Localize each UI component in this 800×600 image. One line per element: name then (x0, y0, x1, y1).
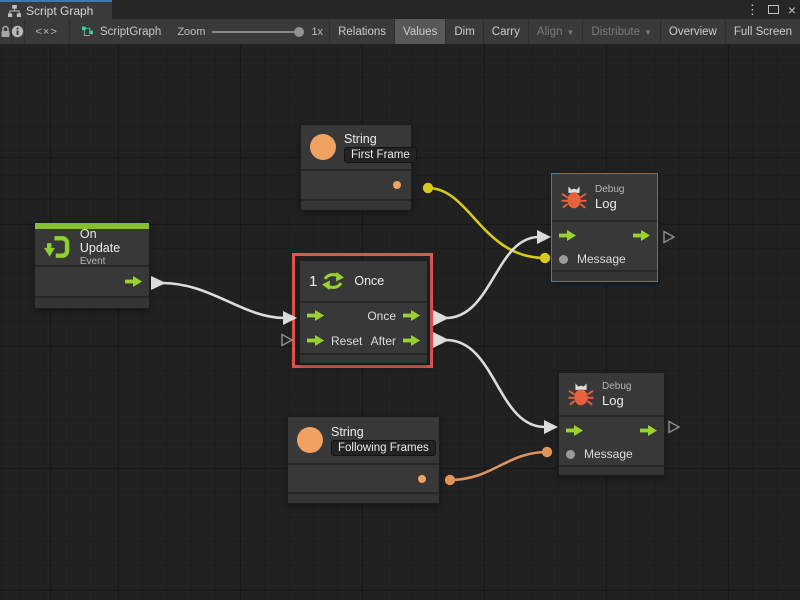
carry-button[interactable]: Carry (491, 25, 520, 38)
node-subtitle: Debug (602, 380, 632, 392)
wire-source-flare (151, 276, 166, 290)
tab-label: Script Graph (26, 3, 94, 18)
port-label-reset: Reset (331, 333, 363, 348)
on-update-loop-icon (44, 236, 70, 258)
node-string-following-frames[interactable]: String Following Frames (287, 416, 440, 504)
node-debug-log-bottom[interactable]: Debug Log Message (558, 372, 665, 476)
node-subtitle: Debug (595, 183, 625, 195)
wire-onupdate-to-once[interactable] (161, 281, 286, 320)
code-preview-button[interactable]: <×> (35, 25, 58, 38)
node-title: Log (595, 195, 617, 211)
wire-arrowhead (283, 311, 297, 325)
wire-source-flare (433, 332, 449, 348)
fullscreen-button[interactable]: Full Screen (733, 25, 793, 38)
once-cycle-icon (322, 272, 345, 290)
node-once[interactable]: 1 Once Once Reset After (299, 260, 428, 364)
info-icon (12, 25, 24, 38)
flow-input-port-reset[interactable] (307, 335, 324, 346)
wire-arrowhead (537, 230, 551, 244)
flow-input-port[interactable] (307, 310, 324, 321)
overview-button[interactable]: Overview (668, 25, 717, 38)
tab-script-graph[interactable]: Script Graph (0, 0, 112, 19)
flow-output-port[interactable] (640, 424, 657, 436)
unconnected-port-triangle[interactable] (281, 333, 294, 347)
flow-input-port[interactable] (566, 424, 583, 436)
wire-arrowhead (544, 420, 558, 434)
port-label-once: Once (367, 308, 396, 323)
relations-button[interactable]: Relations (338, 25, 387, 38)
zoom-slider-track (212, 30, 305, 33)
message-input-port[interactable] (566, 449, 575, 459)
unconnected-port-triangle[interactable] (663, 230, 676, 244)
chevron-down-icon: ▼ (643, 27, 652, 37)
distribute-button[interactable]: Distribute▼ (591, 25, 652, 38)
node-title: Log (602, 392, 624, 408)
node-title: String (331, 424, 364, 439)
string-output-port[interactable] (393, 181, 401, 189)
port-label-message: Message (584, 447, 633, 461)
view-buttons: Relations Values Dim Carry Align▼ Distri… (329, 19, 800, 44)
string-value-field[interactable]: First Frame (344, 146, 417, 163)
string-output-port[interactable] (418, 474, 426, 483)
lock-icon (1, 25, 10, 37)
wire-endpoint-dot (444, 474, 456, 486)
zoom-control: Zoom 1x (171, 19, 329, 44)
zoom-label: Zoom (177, 25, 206, 38)
info-button[interactable] (11, 19, 24, 44)
flow-input-port[interactable] (559, 229, 576, 241)
wire-string-to-debug-bottom[interactable] (449, 450, 548, 482)
node-title: String (344, 131, 377, 146)
node-debug-log-top[interactable]: Debug Log Message (551, 173, 658, 282)
string-type-icon (310, 134, 336, 160)
once-count: 1 (309, 272, 318, 290)
script-graph-icon (81, 26, 93, 36)
bug-icon (568, 382, 594, 405)
flow-output-port-after[interactable] (403, 335, 420, 346)
graph-tab-icon (8, 4, 21, 17)
close-icon[interactable]: × (787, 1, 796, 18)
wire-endpoint-dot (541, 446, 553, 458)
values-button[interactable]: Values (395, 19, 446, 44)
chevron-down-icon: ▼ (566, 27, 575, 37)
zoom-value: 1x (311, 25, 324, 38)
wire-once-to-debug-bottom[interactable] (445, 338, 546, 429)
node-subtitle: Event (79, 256, 106, 267)
node-on-update[interactable]: On Update Event (34, 222, 150, 309)
titlebar: Script Graph ⋮ × (0, 0, 800, 19)
event-accent-strip (35, 223, 149, 229)
message-input-port[interactable] (559, 254, 568, 264)
node-title: Once (354, 274, 385, 288)
window-controls: ⋮ × (746, 0, 796, 19)
unconnected-port-triangle[interactable] (668, 420, 681, 434)
zoom-slider-handle[interactable] (294, 26, 305, 37)
bug-icon (561, 185, 587, 208)
align-button[interactable]: Align▼ (536, 25, 575, 38)
node-title: On Update (79, 227, 121, 255)
graph-name-label: ScriptGraph (99, 25, 162, 38)
wire-source-flare (433, 310, 449, 326)
window-menu-icon[interactable]: ⋮ (745, 2, 759, 17)
graph-canvas[interactable]: String First Frame On Update Event (0, 45, 800, 600)
string-type-icon (297, 427, 323, 453)
flow-output-port-once[interactable] (403, 310, 420, 321)
wire-endpoint-dot (422, 182, 434, 194)
wire-endpoint-dot (539, 252, 551, 264)
wire-string-to-debug-top[interactable] (427, 186, 546, 260)
toolbar: <×> ScriptGraph Zoom 1x Relations (0, 19, 800, 45)
flow-output-port[interactable] (125, 276, 142, 287)
zoom-slider[interactable] (212, 26, 305, 38)
flow-output-port[interactable] (633, 229, 650, 241)
graph-breadcrumb[interactable]: ScriptGraph (69, 19, 171, 44)
maximize-icon[interactable] (767, 5, 779, 14)
string-value-field[interactable]: Following Frames (331, 439, 436, 456)
dim-button[interactable]: Dim (454, 25, 475, 38)
port-label-after: After (370, 333, 396, 348)
node-string-first-frame[interactable]: String First Frame (300, 124, 417, 211)
port-label-message: Message (577, 252, 626, 266)
lock-button[interactable] (0, 19, 11, 44)
wire-once-to-debug-top[interactable] (445, 235, 540, 320)
